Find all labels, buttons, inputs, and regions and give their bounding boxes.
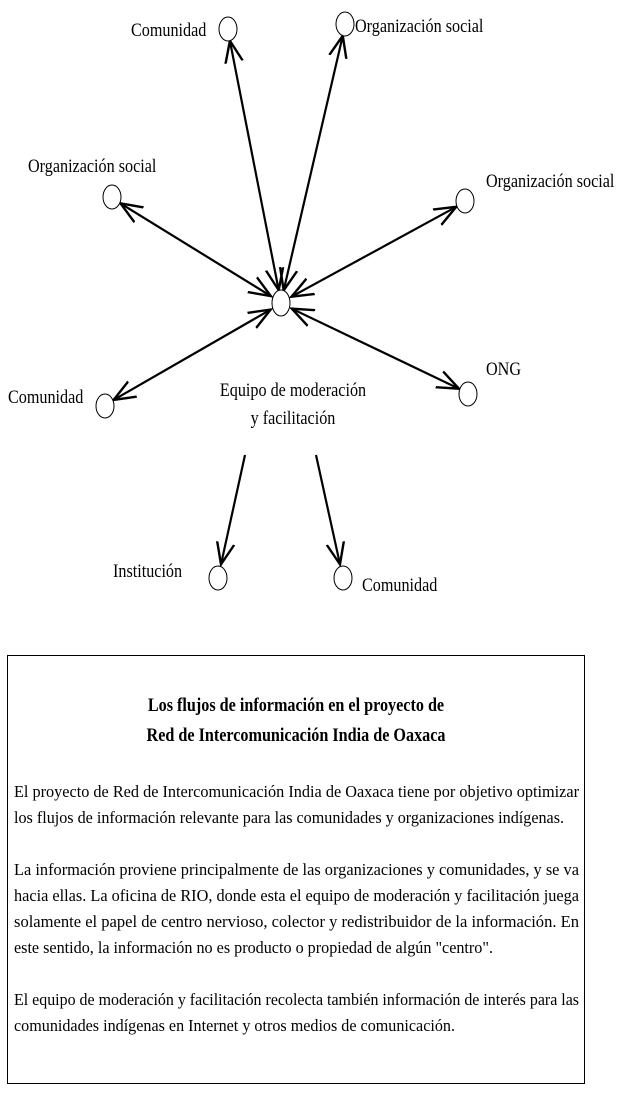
center-label-line-1: Equipo de moderación <box>220 380 367 401</box>
node-label-institucion: Institución <box>113 561 183 582</box>
node-comunidad-top <box>218 16 238 42</box>
node-org-social-top <box>335 11 355 37</box>
center-label-line-2: y facilitación <box>251 408 336 429</box>
paragraph-3-line: comunidades indígenas en Internet y otro… <box>14 1016 455 1035</box>
node-org-social-left <box>102 184 122 210</box>
paragraph-3-line: El equipo de moderación y facilitación r… <box>14 990 579 1009</box>
node-label-org-social-top: Organización social <box>355 16 483 37</box>
box-title-line: Los flujos de información en el proyecto… <box>148 695 444 716</box>
paragraph-2-line: este sentido, la información no es produ… <box>14 938 493 957</box>
text-box <box>7 655 585 1084</box>
box-title-line: Red de Intercomunicación India de Oaxaca <box>147 725 446 746</box>
arrow-org-social-left <box>120 203 270 296</box>
node-ong <box>458 381 478 407</box>
paragraph-2-line: La información proviene principalmente d… <box>14 860 579 879</box>
paragraph-2-line: hacia ellas. La oficina de RIO, donde es… <box>14 886 579 905</box>
node-institucion <box>208 565 228 591</box>
paragraph-2-line: solamente el papel de centro nervioso, c… <box>14 912 579 931</box>
arrow-comunidad-bottom <box>314 454 340 564</box>
node-label-ong: ONG <box>486 359 521 380</box>
text-box-content: Los flujos de información en el proyecto… <box>14 695 579 1035</box>
node-label-comunidad-left: Comunidad <box>8 387 84 408</box>
arrow-comunidad-left <box>114 310 271 400</box>
paragraph-1-line: los flujos de información relevante para… <box>14 808 564 827</box>
arrow-org-social-right <box>291 207 456 297</box>
node-label-org-social-left: Organización social <box>28 156 156 177</box>
paragraph-1-line: El proyecto de Red de Intercomunicación … <box>14 782 579 801</box>
node-label-comunidad-top: Comunidad <box>131 20 207 41</box>
node-label-comunidad-bottom: Comunidad <box>362 575 438 596</box>
node-comunidad-bottom <box>333 565 353 591</box>
arrow-comunidad-top <box>230 41 279 290</box>
arrow-institucion <box>221 454 247 564</box>
arrow-org-social-top <box>284 36 343 291</box>
node-org-social-right <box>455 188 475 214</box>
nodes <box>95 11 478 591</box>
node-label-org-social-right: Organización social <box>486 171 614 192</box>
arrow-ong <box>292 309 459 389</box>
center-node <box>271 289 291 317</box>
edges <box>114 36 459 565</box>
node-comunidad-left <box>95 393 115 419</box>
